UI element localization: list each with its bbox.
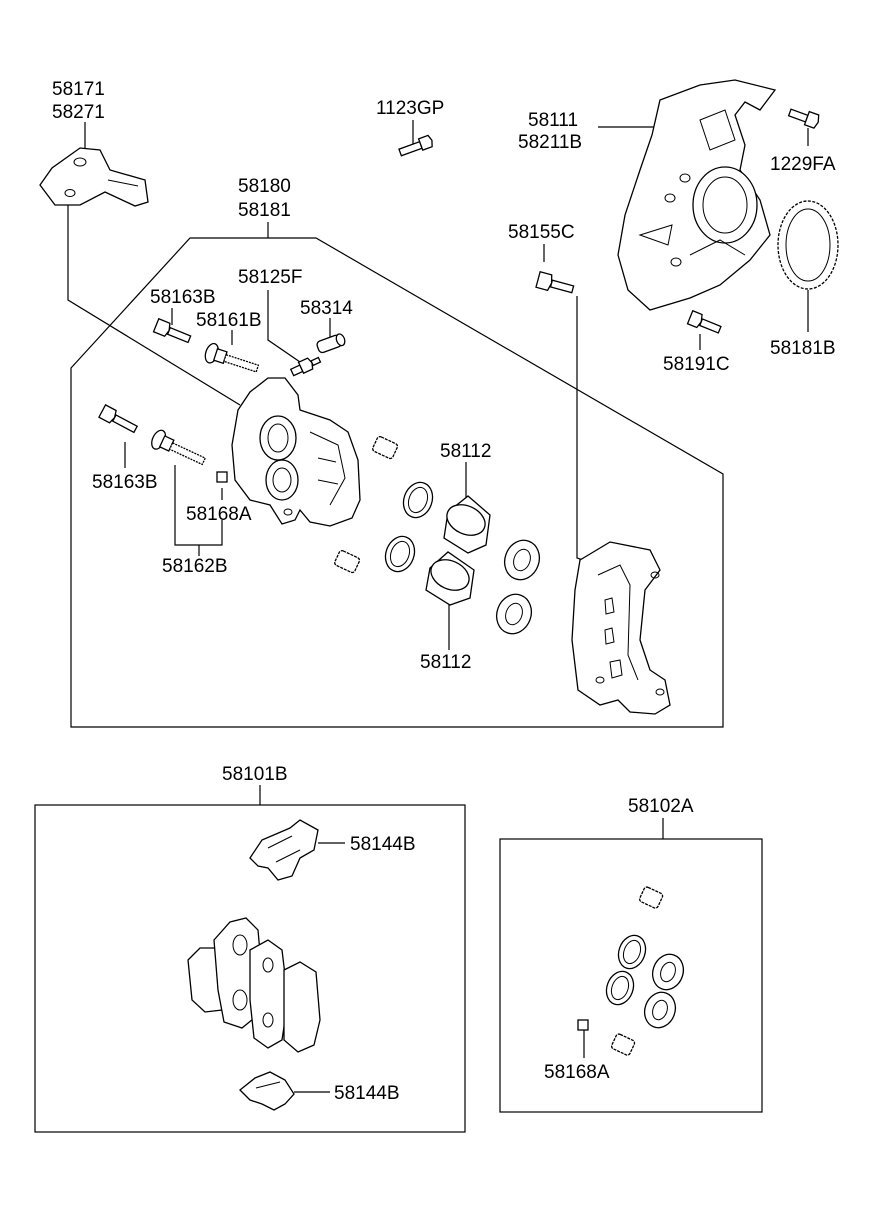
guide-pin-upper (204, 342, 260, 373)
guide-bolt-lower (98, 404, 139, 434)
plug-58168a (216, 471, 228, 483)
part-labels: 58171 58271 1123GP 58111 58211B 1229FA 5… (52, 79, 836, 1104)
label-1123gp: 1123GP (376, 98, 444, 119)
label-58112-bottom: 58112 (420, 652, 471, 673)
seal-kit-seal-lower (605, 970, 635, 1006)
label-58161b: 58161B (196, 310, 262, 331)
seal-kit-frame (499, 838, 763, 1113)
seal-kit-ring-lower (643, 991, 677, 1029)
label-58162b: 58162B (162, 556, 228, 577)
label-58168a-kit: 58168A (544, 1062, 610, 1083)
pad-kit-frame (34, 804, 466, 1133)
bolt-58155c (535, 270, 575, 294)
leader-lines (67, 120, 809, 1093)
label-58144b-top: 58144B (350, 834, 416, 855)
label-58112-top: 58112 (440, 441, 491, 462)
label-58163b-top: 58163B (150, 287, 216, 308)
label-58181: 58181 (238, 200, 291, 221)
bolt-1229fa (787, 108, 820, 129)
label-58191c: 58191C (663, 354, 730, 375)
guide-bolt-upper (152, 317, 192, 344)
boot-ring-lower (495, 593, 533, 635)
label-58102a: 58102A (628, 796, 694, 817)
label-58181b: 58181B (770, 338, 836, 359)
bolt-58191c (686, 309, 722, 334)
label-58168a: 58168A (186, 504, 252, 525)
label-58314: 58314 (300, 298, 353, 319)
seal-kit-ring-upper (651, 953, 685, 991)
seal-kit-boot-lower (610, 1033, 636, 1056)
label-1229fa: 1229FA (770, 154, 836, 175)
label-58101b: 58101B (222, 764, 288, 785)
seal-kit-boot-upper (638, 886, 664, 909)
label-58155c: 58155C (508, 222, 575, 243)
mounting-bracket (39, 147, 149, 207)
piston-lower (425, 551, 475, 606)
guide-pin-lower (151, 429, 207, 466)
bolt-1123gp (398, 134, 433, 157)
tone-ring (777, 200, 839, 290)
label-58180: 58180 (238, 176, 291, 197)
caliper-housing (231, 377, 361, 527)
seal-kit-seal-upper (617, 934, 647, 970)
label-58271: 58271 (52, 102, 105, 123)
label-58211b: 58211B (518, 132, 582, 153)
dust-boot-lower (334, 550, 361, 574)
boot-ring-upper (503, 539, 541, 581)
caliper-assembly-frame (70, 237, 724, 728)
label-58111: 58111 (528, 110, 578, 131)
piston-seal-lower (384, 535, 416, 573)
label-58144b-bottom: 58144B (334, 1083, 400, 1104)
piston-upper (443, 495, 491, 554)
caliper-carrier (571, 541, 671, 715)
seal-kit-plug (577, 1019, 589, 1031)
anti-rattle-clip-upper (249, 819, 319, 881)
dust-boot-upper (372, 436, 399, 460)
anti-rattle-clip-lower (239, 1071, 295, 1111)
piston-seal-upper (402, 481, 434, 519)
dust-shield (617, 79, 777, 311)
bleeder-screw (289, 356, 322, 377)
label-58163b-mid: 58163B (92, 472, 158, 493)
label-58125f: 58125F (238, 267, 302, 288)
brake-pad-set (187, 917, 321, 1053)
label-58171: 58171 (52, 79, 105, 100)
bleeder-cap (316, 333, 346, 354)
